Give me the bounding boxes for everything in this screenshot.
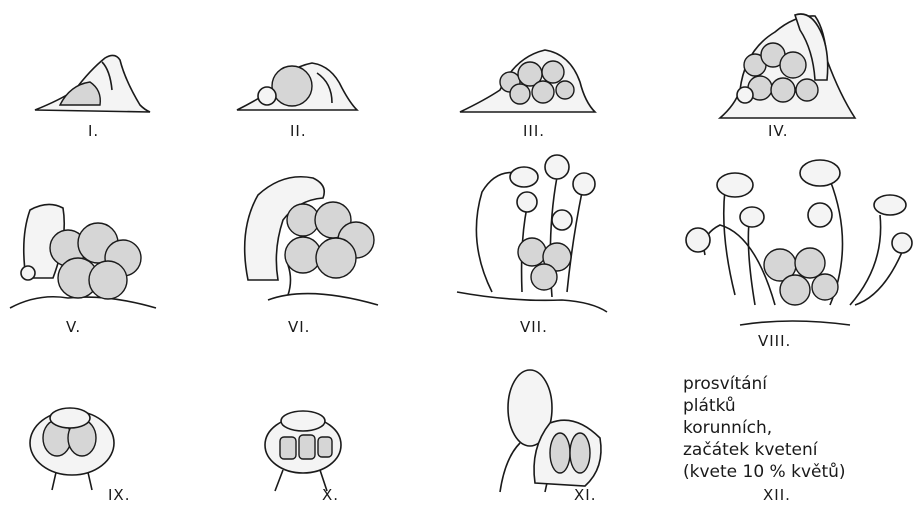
stage-4-drawing [715,10,860,122]
stage-11-drawing [475,368,610,496]
stage-7-label: VII. [520,318,548,336]
stage-1-drawing [30,50,160,120]
stage-10-drawing [255,405,350,495]
stage-6-label: VI. [288,318,310,336]
stage-4-label: IV. [768,122,789,140]
stage-5-drawing [8,198,158,314]
note-line-4: začátek kvetení [683,439,915,461]
stage-3-label: III. [523,122,545,140]
stage-8-drawing [680,155,915,335]
stage-9-drawing [12,398,117,494]
note-line-5: (kvete 10 % květů) [683,461,915,483]
stage-9-label: IX. [108,486,130,504]
stage-5-label: V. [66,318,81,336]
stage-3-drawing [455,42,605,120]
stage-8-label: VIII. [758,332,791,350]
stage-11-label: XI. [574,486,596,504]
stage-6-drawing [228,170,383,310]
stage-7-drawing [452,152,612,318]
stage-12-description: prosvítání plátků korunních, začátek kve… [683,373,915,483]
note-line-2: plátků [683,395,915,417]
note-line-3: korunních, [683,417,915,439]
note-line-1: prosvítání [683,373,915,395]
stage-10-label: X. [322,486,339,504]
stage-1-label: I. [88,122,99,140]
stage-2-drawing [232,48,372,120]
stage-2-label: II. [290,122,307,140]
stage-12-label: XII. [763,486,791,504]
